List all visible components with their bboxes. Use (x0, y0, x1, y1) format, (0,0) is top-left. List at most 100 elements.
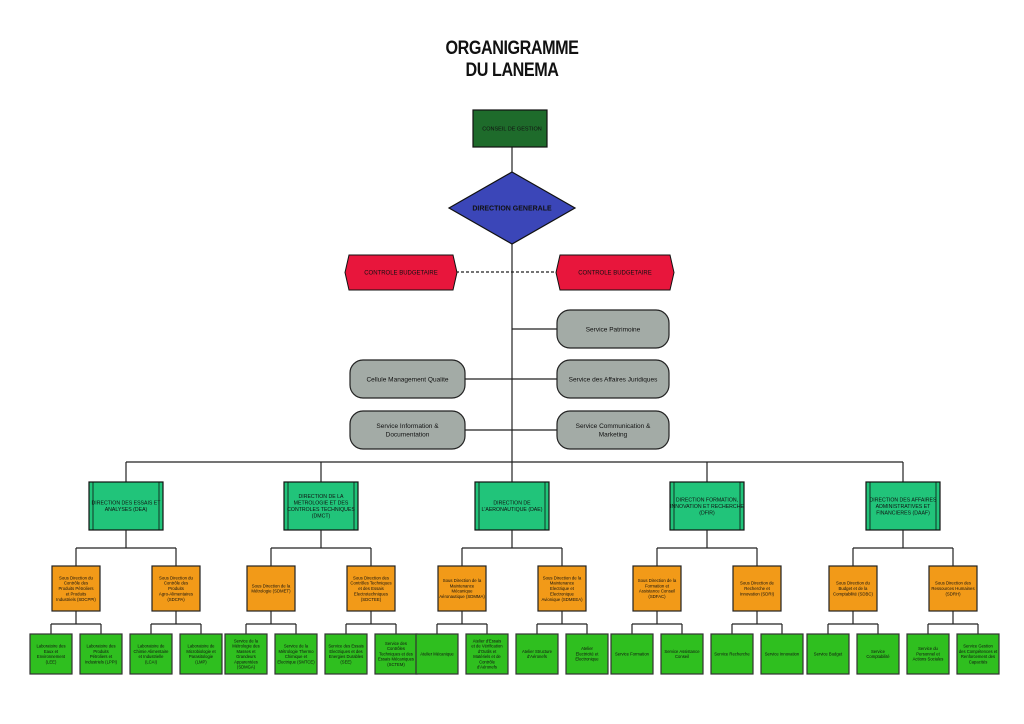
service-box (349, 359, 466, 399)
unit-node[interactable]: Service Innovation (760, 633, 804, 675)
node-label: Atelier Mécanique (420, 651, 454, 656)
board-box (472, 109, 548, 148)
staff-service-right-2[interactable]: Service des Affaires Juridiques (556, 359, 670, 399)
staff-service-right-1[interactable]: Service Patrimoine (556, 309, 670, 349)
unit-box (274, 633, 318, 675)
staff-service-right-3[interactable]: Service Communication &Marketing (556, 410, 670, 450)
node-label: Service Formation (615, 651, 650, 656)
sub-direction-box (437, 565, 487, 612)
node-label: Cellule Management Qualite (366, 376, 448, 383)
staff-service-left-1[interactable]: Cellule Management Qualite (349, 359, 466, 399)
node-label: Service Patrimoine (586, 326, 641, 333)
control-node-2[interactable]: CONTROLE BUDGETAIRE (555, 254, 675, 291)
unit-node[interactable]: Service Budget (806, 633, 850, 675)
sub-direction-box (151, 565, 201, 612)
control-box (555, 254, 675, 291)
unit-box (906, 633, 950, 675)
sub-direction-box (537, 565, 587, 612)
sub-direction-box (928, 565, 978, 612)
sub-direction-box (828, 565, 878, 612)
unit-box (610, 633, 654, 675)
unit-box (660, 633, 704, 675)
direction-generale-node[interactable]: DIRECTION GENERALE (447, 171, 577, 245)
unit-node[interactable]: Atelier Mécanique (415, 633, 459, 675)
unit-box (806, 633, 850, 675)
staff-service-left-2[interactable]: Service Information &Documentation (349, 410, 466, 450)
node-label: CONTROLE BUDGETAIRE (364, 271, 438, 277)
unit-box (129, 633, 173, 675)
board-node[interactable]: CONSEIL DE GESTION (472, 109, 548, 148)
node-label: Service Recherche (714, 651, 750, 656)
service-box (556, 359, 670, 399)
unit-box (565, 633, 609, 675)
sub-direction-box (346, 565, 396, 612)
control-node-1[interactable]: CONTROLE BUDGETAIRE (344, 254, 458, 291)
service-box (556, 309, 670, 349)
node-label: Service Innovation (765, 651, 800, 656)
sub-direction-box (632, 565, 682, 612)
node-label: Service Budget (814, 651, 843, 656)
unit-box (856, 633, 900, 675)
unit-node[interactable]: Service Recherche (710, 633, 754, 675)
unit-box (374, 633, 418, 675)
sub-direction-box (732, 565, 782, 612)
node-label: Service Communication &Marketing (576, 423, 651, 438)
unit-box (29, 633, 73, 675)
unit-node[interactable]: Service Formation (610, 633, 654, 675)
direction-node-4[interactable]: DIRECTION FORMATION,INNOVATION ET RECHER… (669, 481, 745, 531)
node-label: Service des Affaires Juridiques (569, 376, 659, 383)
direction-box (474, 481, 550, 531)
sub-direction-box (51, 565, 101, 612)
